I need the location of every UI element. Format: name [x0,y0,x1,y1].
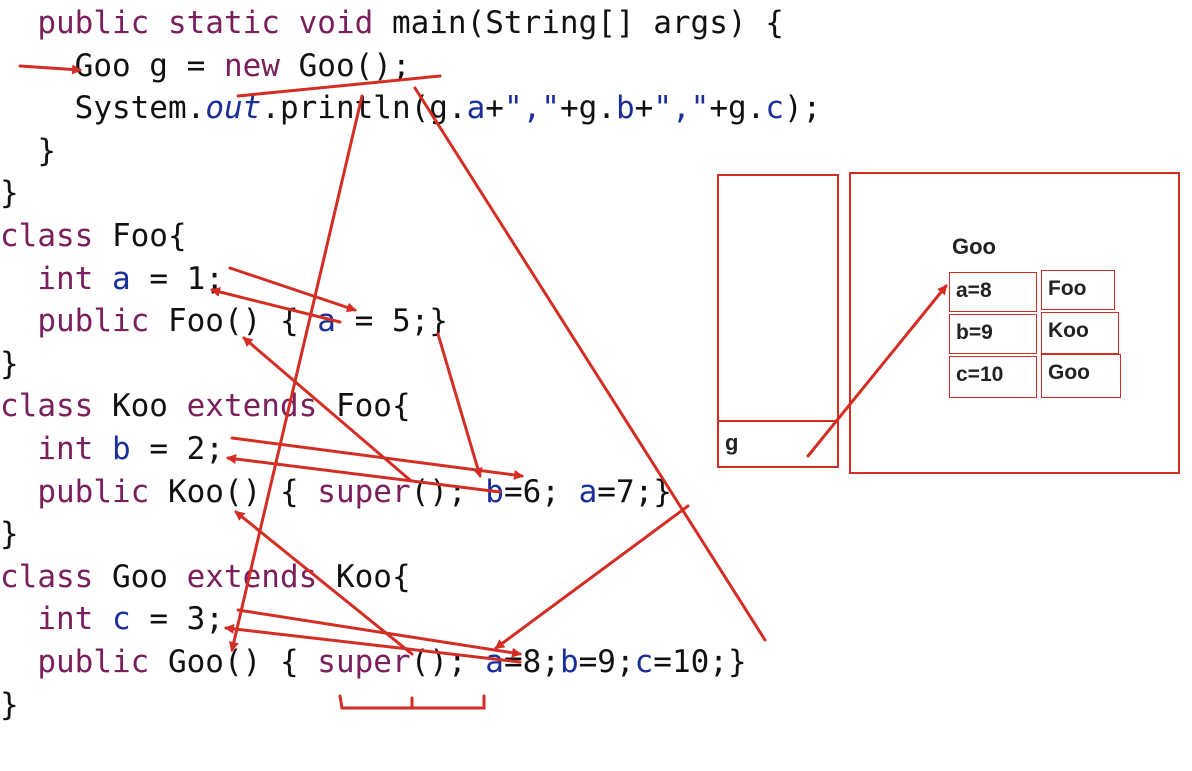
code-token: int [37,431,112,467]
code-token: } [0,686,19,723]
code-token: Foo{ [111,218,187,254]
stack-var-label: g [725,430,739,455]
code-token: ); [783,90,822,127]
code-token: b [111,431,131,467]
code-token: c [111,601,131,638]
code-line: } [0,131,56,171]
code-line: } [0,344,19,384]
code-token: } [0,175,19,212]
code-token: public static void [37,5,392,41]
code-line: } [0,685,19,725]
code-token: Koo [111,388,187,425]
code-line: public static void main(String[] args) { [0,3,784,43]
code-token: = 3; [130,601,224,638]
code-line: int b = 2; [0,429,224,469]
code-token: =10;} [653,644,747,680]
code-token: Goo [111,558,187,595]
code-token: } [0,345,19,382]
code-token: Goo g = [74,47,224,84]
heap-owner-koo: Koo [1041,312,1119,354]
heap-owner-foo: Foo [1041,270,1115,310]
code-token: } [37,132,56,169]
stack-var-g: g [717,420,839,468]
code-token: class [0,218,112,254]
code-token: main(String[] args) { [391,5,784,41]
code-token: int [37,601,112,638]
code-line: } [0,514,19,554]
code-token: public [37,473,168,510]
code-token: System. [74,90,206,127]
code-line: class Foo{ [0,216,187,256]
code-token: c [765,90,784,127]
code-token: } [0,516,19,553]
heap-field-c: c=10 [949,356,1037,398]
code-line: int c = 3; [0,599,224,639]
code-token: c [634,644,654,680]
code-token: public [37,303,168,340]
code-token: int [37,260,112,297]
heap-object-label: Goo [952,234,996,259]
code-line: int a = 1; [0,259,224,299]
code-line: } [0,173,19,213]
code-token: =9; [578,644,635,680]
code-token: = 2; [130,431,224,467]
heap-field-a: a=8 [949,272,1037,312]
code-token: class [0,388,112,425]
code-token: a [111,260,131,297]
code-token: class [0,558,112,595]
heap-owner-goo: Goo [1041,354,1121,398]
heap-field-b: b=9 [949,314,1037,354]
code-token: b [559,644,579,680]
code-token: public [37,644,168,680]
